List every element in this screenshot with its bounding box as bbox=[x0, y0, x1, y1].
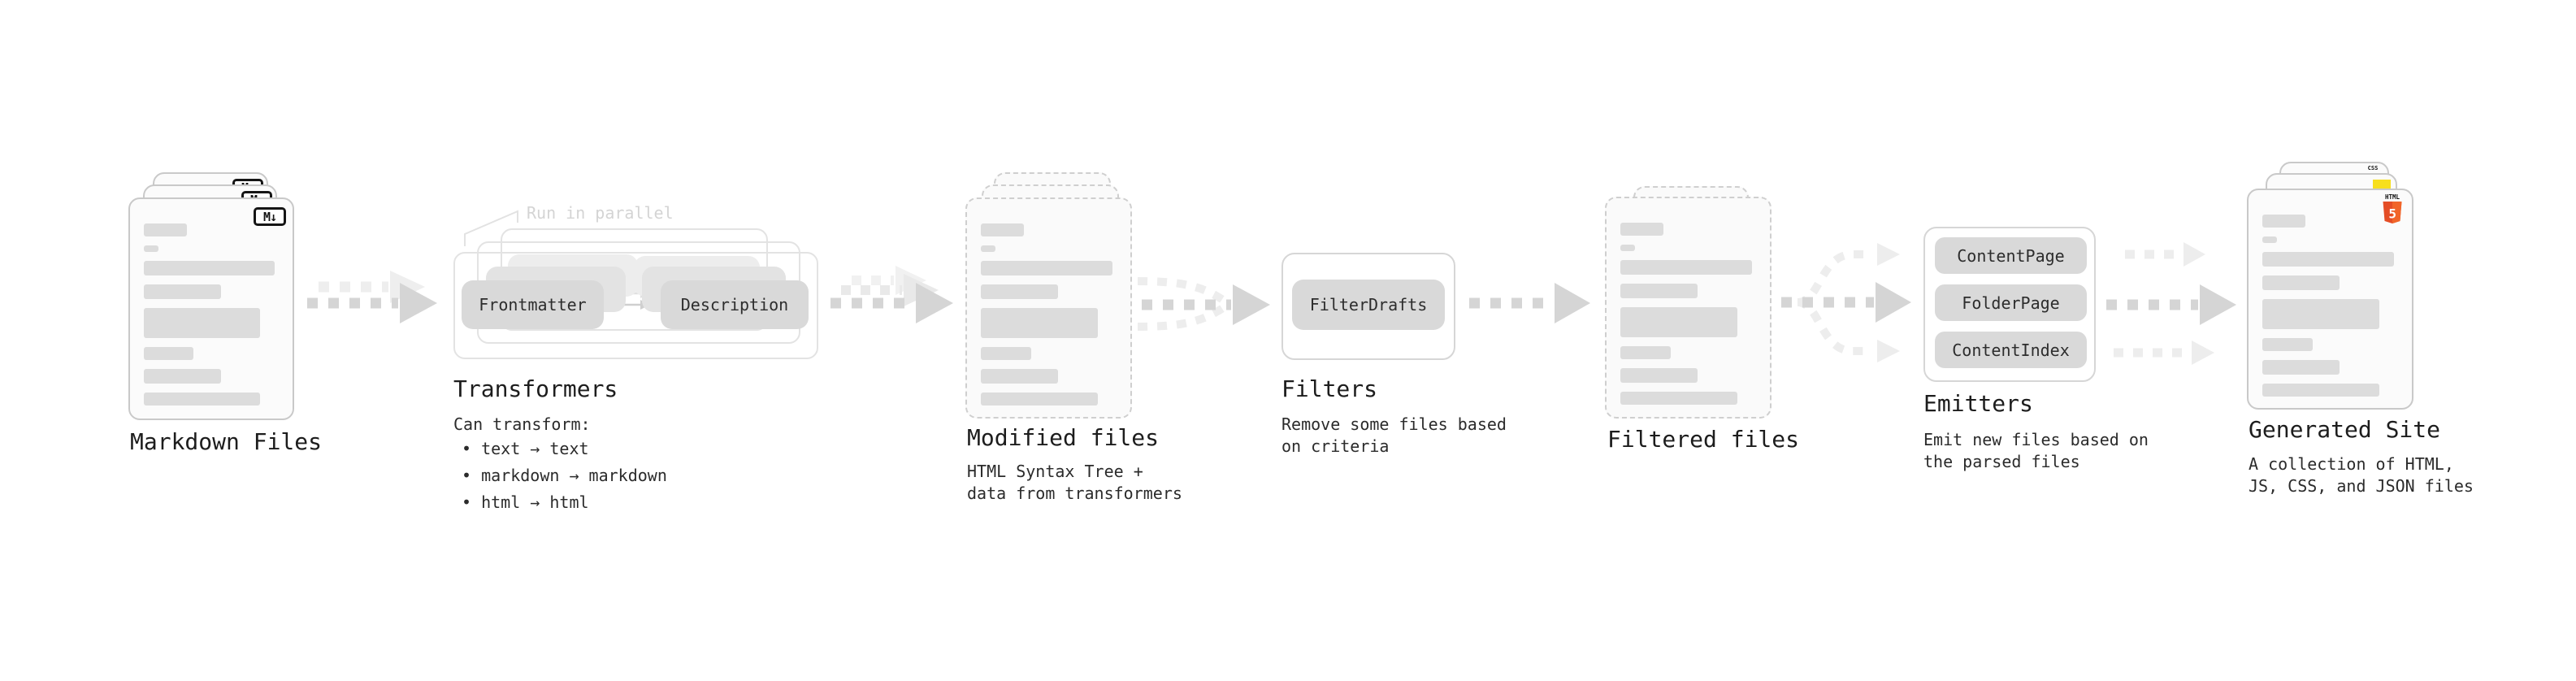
text-line-bar bbox=[1620, 223, 1664, 236]
text-line-bar bbox=[144, 284, 221, 299]
arrow-head bbox=[916, 283, 953, 323]
text-line-bar bbox=[1620, 368, 1698, 383]
callout-line bbox=[464, 210, 518, 246]
text-line-bar bbox=[2262, 384, 2379, 397]
document-text-bars bbox=[2262, 215, 2398, 397]
text-line-bar bbox=[1620, 260, 1752, 275]
filtered-page-front bbox=[1605, 197, 1772, 419]
js-icon bbox=[2373, 180, 2391, 189]
document-text-bars bbox=[981, 223, 1117, 406]
markdown-icon: M↓ bbox=[254, 207, 286, 226]
emitter-content-page-button: ContentPage bbox=[1935, 237, 2087, 274]
generated-site-desc: A collection of HTML, JS, CSS, and JSON … bbox=[2249, 454, 2474, 496]
stage-title-transformers: Transformers bbox=[453, 375, 618, 402]
document-text-bars bbox=[1620, 223, 1756, 405]
transformer-frontmatter-button: Frontmatter bbox=[462, 280, 604, 329]
stage-title-filters: Filters bbox=[1281, 375, 1378, 402]
text-line-bar bbox=[2262, 338, 2313, 351]
stage-title-markdown-files: Markdown Files bbox=[130, 428, 323, 455]
arrow-transformers-to-modified bbox=[830, 266, 953, 323]
text-line-bar bbox=[2262, 252, 2394, 267]
modified-page-front bbox=[965, 197, 1132, 419]
run-in-parallel-note: Run in parallel bbox=[527, 203, 674, 223]
css-icon-text: CSS bbox=[2367, 165, 2379, 171]
emitter-content-index-button: ContentIndex bbox=[1935, 332, 2087, 368]
html5-icon-label: HTML bbox=[2385, 193, 2400, 201]
arrow-head bbox=[1877, 340, 1900, 362]
text-line-bar bbox=[144, 308, 260, 338]
bullet-text-to-text: • text → text bbox=[462, 439, 589, 458]
transformer-description-button: Description bbox=[661, 280, 809, 329]
text-line-bar bbox=[144, 393, 260, 406]
filter-drafts-button: FilterDrafts bbox=[1292, 280, 1445, 330]
arrow-modified-to-filters bbox=[1137, 277, 1270, 331]
text-line-bar bbox=[2262, 360, 2340, 375]
stage-title-emitters: Emitters bbox=[1923, 390, 2033, 417]
arrow-head bbox=[1555, 283, 1590, 323]
transformers-bullet-list: • text → text • markdown → markdown • ht… bbox=[453, 436, 667, 516]
text-line-bar bbox=[1620, 346, 1671, 359]
text-line-bar bbox=[981, 245, 996, 252]
text-line-bar bbox=[981, 261, 1112, 275]
text-line-bar bbox=[144, 245, 159, 252]
filters-desc: Remove some files based on criteria bbox=[1281, 414, 1507, 456]
text-line-bar bbox=[1620, 245, 1636, 251]
stage-title-modified-files: Modified files bbox=[967, 424, 1160, 451]
branch-curve-up bbox=[1797, 250, 1871, 306]
stage-title-filtered-files: Filtered files bbox=[1607, 426, 1800, 453]
emitter-folder-page-button: FolderPage bbox=[1935, 284, 2087, 321]
text-line-bar bbox=[144, 369, 221, 384]
transformer-layer-front bbox=[453, 252, 818, 359]
branch-curve-down bbox=[1797, 298, 1871, 355]
markdown-page-front: M↓ bbox=[128, 197, 294, 420]
bullet-markdown-to-markdown: • markdown → markdown bbox=[462, 466, 667, 485]
merge-curve-top bbox=[1137, 277, 1228, 306]
arrow-head bbox=[390, 271, 425, 303]
text-line-bar bbox=[981, 284, 1059, 299]
emitters-desc: Emit new files based on the parsed files bbox=[1923, 430, 2149, 471]
text-line-bar bbox=[2262, 215, 2306, 228]
text-line-bar bbox=[981, 369, 1059, 384]
merge-curve-bottom bbox=[1137, 302, 1228, 331]
stage-title-generated-site: Generated Site bbox=[2249, 416, 2441, 443]
text-line-bar bbox=[2262, 299, 2379, 329]
arrow-head bbox=[2192, 340, 2214, 365]
text-line-bar bbox=[1620, 307, 1737, 337]
arrow-markdown-to-transformers bbox=[307, 271, 437, 323]
text-line-bar bbox=[2262, 275, 2340, 290]
text-line-bar bbox=[981, 308, 1098, 338]
text-line-bar bbox=[2262, 236, 2278, 243]
arrow-filters-to-filtered bbox=[1469, 283, 1590, 323]
arrows-emitters-to-generated bbox=[2106, 242, 2236, 365]
arrow-head bbox=[1233, 284, 1270, 325]
text-line-bar bbox=[144, 223, 188, 236]
html5-shield-right bbox=[2392, 202, 2402, 223]
document-text-bars bbox=[144, 223, 279, 406]
html5-icon-number: 5 bbox=[2388, 206, 2396, 222]
js-yellow-rect bbox=[2373, 180, 2391, 189]
text-line-bar bbox=[981, 223, 1025, 236]
text-line-bar bbox=[981, 347, 1031, 360]
text-line-bar bbox=[981, 393, 1098, 406]
arrow-head bbox=[1876, 282, 1911, 323]
transformers-desc-heading: Can transform: bbox=[453, 414, 591, 434]
generated-page-front: HTML 5 bbox=[2247, 189, 2413, 410]
text-line-bar bbox=[144, 347, 194, 360]
modified-files-desc: HTML Syntax Tree + data from transformer… bbox=[967, 462, 1182, 503]
arrow-head bbox=[1877, 243, 1900, 266]
text-line-bar bbox=[144, 261, 275, 275]
arrow-filtered-to-emitters bbox=[1781, 243, 1911, 362]
arrow-head bbox=[2184, 242, 2205, 267]
markdown-icon-text: M↓ bbox=[262, 209, 277, 224]
arrow-head bbox=[2200, 284, 2236, 325]
bullet-html-to-html: • html → html bbox=[462, 492, 589, 512]
arrow-head bbox=[400, 283, 437, 323]
text-line-bar bbox=[1620, 392, 1737, 405]
html5-icon: HTML 5 bbox=[2383, 193, 2402, 223]
text-line-bar bbox=[1620, 284, 1698, 298]
